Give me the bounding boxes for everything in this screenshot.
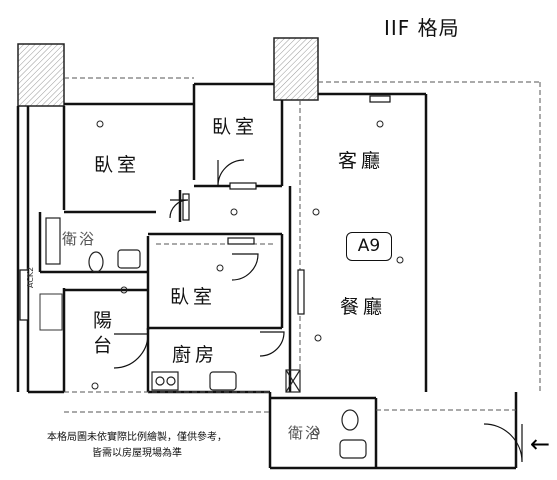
ceiling-light-icons	[91, 120, 404, 436]
room-label-living-room: 客廳	[338, 150, 385, 172]
room-label-bedroom-middle: 臥室	[170, 286, 217, 308]
column-top-left	[17, 43, 65, 107]
walls	[16, 82, 518, 470]
room-label-bathroom-bottom: 衛浴	[288, 424, 323, 442]
unit-badge: A9	[346, 232, 392, 261]
room-label-bedroom-top: 臥室	[212, 116, 259, 138]
toilet-icon	[88, 251, 104, 273]
room-label-bedroom-left: 臥室	[94, 154, 141, 176]
disclaimer-line-1: 本格局圖未依實際比例繪製，僅供參考，	[47, 432, 227, 443]
kitchen-fixtures	[151, 369, 301, 393]
dashed-lines	[64, 77, 541, 413]
stove-icon	[151, 371, 179, 391]
ac-unit-label: ACK2	[26, 266, 35, 288]
room-label-dining-room: 餐廳	[340, 296, 387, 318]
room-label-balcony: 陽台	[90, 310, 112, 360]
room-label-kitchen: 廚房	[172, 344, 219, 366]
column-top-right	[273, 37, 319, 101]
disclaimer-line-2: 皆需以房屋現場為準	[92, 448, 182, 459]
doors	[113, 159, 523, 463]
disclaimer-note: 本格局圖未依實際比例繪製，僅供參考， 皆需以房屋現場為準	[12, 430, 262, 462]
toilet-icon	[341, 409, 359, 431]
arrow-left-icon: ←	[530, 430, 551, 458]
windows	[19, 95, 391, 321]
bathroom-fixtures	[45, 217, 367, 459]
sink-icon	[209, 371, 237, 391]
laundry-area	[39, 293, 63, 331]
room-label-bathroom-left: 衛浴	[62, 230, 97, 248]
floor-title: IIF 格局	[384, 16, 460, 40]
